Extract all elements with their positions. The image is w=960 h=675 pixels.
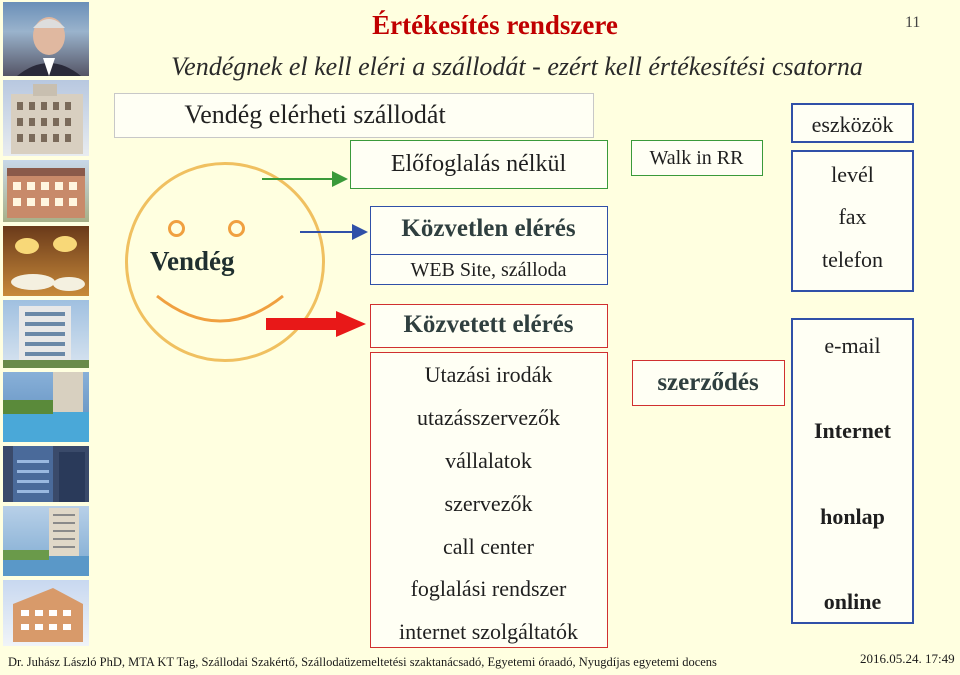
tool-item: Internet — [814, 418, 891, 443]
tool-item: honlap — [820, 504, 885, 529]
smile-mouth — [156, 294, 284, 323]
tool-item: e-mail — [824, 333, 881, 358]
direct-access-sub: WEB Site, szálloda — [410, 259, 567, 281]
no-booking-box: Előfoglalás nélkül — [350, 140, 608, 189]
direct-access-box: Közvetlen elérés WEB Site, szálloda — [370, 206, 608, 285]
guest-label: Vendég — [150, 246, 235, 276]
walk-in-box: Walk in RR — [631, 140, 763, 176]
page-number: 11 — [905, 14, 921, 31]
tools-traditional-box: levél fax telefon — [791, 150, 914, 292]
list-item: utazásszervezők — [417, 405, 560, 430]
list-item: vállalatok — [445, 448, 532, 473]
footer-bar — [0, 648, 960, 675]
footer-date: 2016.05.24. 17:49 — [860, 651, 955, 666]
no-booking-label: Előfoglalás nélkül — [390, 151, 567, 177]
tools-header: eszközök — [811, 112, 894, 137]
pool-photo — [3, 372, 89, 442]
tool-item: fax — [838, 204, 867, 229]
hotel-photo-4 — [3, 580, 89, 646]
smiley-face — [125, 162, 325, 362]
restaurant-photo — [3, 226, 89, 296]
tool-item: telefon — [821, 247, 884, 272]
portrait-photo — [3, 2, 89, 76]
slide-subtitle: Vendégnek el kell eléri a szállodát - ez… — [171, 52, 863, 81]
list-item: szervezők — [444, 491, 533, 516]
right-eye — [228, 220, 245, 237]
direct-divider — [370, 254, 608, 255]
hotel-photo-3 — [3, 300, 89, 368]
tool-item: levél — [831, 162, 874, 187]
tool-item: online — [823, 589, 882, 614]
slide-title: Értékesítés rendszere — [372, 10, 618, 40]
arrow-indirect — [266, 311, 366, 337]
guest-reach-box: Vendég elérheti szállodát — [114, 93, 594, 138]
indirect-access-box: Közvetett elérés — [370, 304, 608, 348]
tools-header-box: eszközök — [791, 103, 914, 143]
footer-credit: Dr. Juhász László PhD, MTA KT Tag, Száll… — [8, 655, 717, 669]
indirect-access-title: Közvetett elérés — [403, 311, 574, 338]
list-item: internet szolgáltatók — [399, 619, 578, 644]
photo-strip — [0, 0, 92, 648]
lake-hotel-photo — [3, 506, 89, 576]
hotel-photo-2 — [3, 160, 89, 222]
direct-access-title: Közvetlen elérés — [401, 215, 576, 242]
list-item: call center — [443, 534, 534, 559]
novotel-photo — [3, 446, 89, 502]
tools-online-box: e-mail Internet honlap online — [791, 318, 914, 624]
left-eye — [168, 220, 185, 237]
list-item: foglalási rendszer — [410, 576, 567, 601]
list-item: Utazási irodák — [424, 362, 553, 387]
walk-in-label: Walk in RR — [649, 147, 744, 169]
guest-reach-label: Vendég elérheti szállodát — [184, 100, 446, 129]
contract-box: szerződés — [632, 360, 785, 406]
hotel-photo-1 — [3, 80, 89, 156]
intermediaries-list: Utazási irodák utazásszervezők vállalato… — [370, 352, 608, 648]
contract-label: szerződés — [657, 369, 759, 396]
